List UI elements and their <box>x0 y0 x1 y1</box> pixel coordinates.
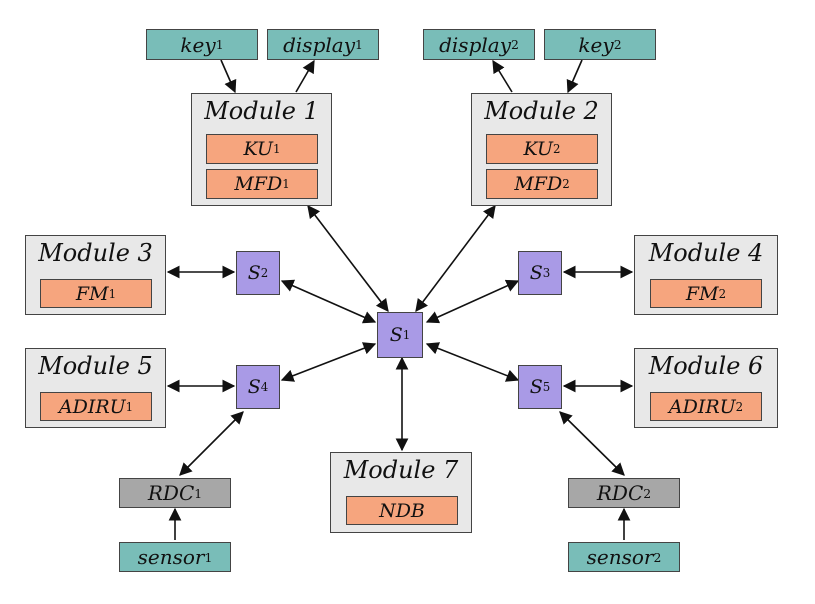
arrow-s5-rdc2 <box>559 411 625 476</box>
arrow-module2-display2 <box>492 59 513 93</box>
arrow-key1-module1 <box>220 59 237 94</box>
arrow-module1-s1 <box>307 204 389 313</box>
module-3-title: Module 3 <box>38 239 153 267</box>
arrow-s2-s1 <box>280 279 377 324</box>
arrow-module1-display1 <box>295 59 315 93</box>
module-1-title: Module 1 <box>204 97 319 125</box>
arrow-module2-s1 <box>415 204 496 313</box>
module-7-title: Module 7 <box>343 456 459 484</box>
arrow-s3-s1 <box>425 279 520 324</box>
ndb-component: NDB <box>346 496 458 525</box>
module-4-title: Module 4 <box>648 239 764 267</box>
arrow-key2-module2 <box>566 59 583 94</box>
arrow-s4-s1 <box>280 342 377 382</box>
arrow-s4-rdc1 <box>179 411 244 476</box>
module-2-title: Module 2 <box>484 97 599 125</box>
module-6-title: Module 6 <box>648 352 764 380</box>
module-7: Module 7 NDB <box>330 452 472 533</box>
arrow-s5-s1 <box>425 342 520 382</box>
module-5-title: Module 5 <box>38 352 153 380</box>
